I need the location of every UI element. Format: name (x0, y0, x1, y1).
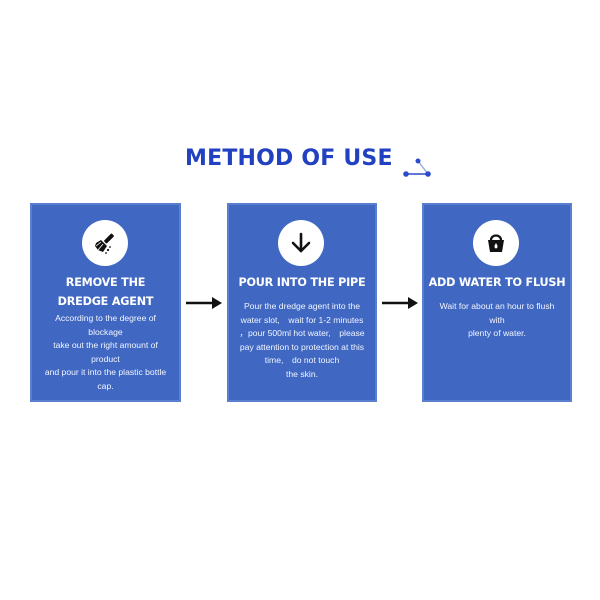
description-line: and pour it into the plastic bottle (44, 367, 167, 377)
icon-circle (82, 220, 128, 266)
description-line: with (489, 314, 505, 325)
description-line: water slot, wait for 1-2 minutes (240, 314, 364, 325)
step-card-remove-dredge-agent: REMOVE THE DREDGE AGENT According to the… (30, 203, 181, 402)
step-description: Wait for about an hour to flush with ple… (426, 300, 568, 341)
arrow-right-icon (382, 297, 418, 309)
broom-icon (95, 233, 114, 254)
network-nodes-icon (403, 158, 431, 177)
description-line: Pour the dredge agent into the (243, 301, 361, 311)
step-card-pour-into-pipe: POUR INTO THE PIPE Pour the dredge agent… (227, 203, 377, 402)
step-heading: ADD WATER TO FLUSH (422, 273, 572, 292)
heading-line: DREDGE AGENT (57, 295, 154, 308)
description-line: product (91, 353, 120, 364)
description-line: cap. (97, 380, 114, 391)
description-line: blockage (88, 326, 123, 337)
description-line: time, do not touch (264, 355, 340, 365)
heading-line: ADD WATER TO FLUSH (428, 276, 566, 289)
description-line: take out the right amount of (53, 340, 158, 350)
description-line: ，pour 500ml hot water, please (239, 328, 365, 338)
description-line: the skin. (285, 368, 318, 379)
arrow-right-icon (186, 297, 222, 309)
description-line: According to the degree of (55, 313, 156, 323)
step-heading: REMOVE THE DREDGE AGENT (30, 273, 181, 311)
icon-circle (278, 220, 324, 266)
water-bucket-icon (488, 234, 504, 252)
step-heading: POUR INTO THE PIPE (227, 273, 377, 292)
description-line: pay attention to protection at this (239, 341, 365, 352)
step-description: Pour the dredge agent into the water slo… (231, 300, 373, 381)
heading-line: POUR INTO THE PIPE (238, 276, 366, 289)
step-card-add-water-to-flush: ADD WATER TO FLUSH Wait for about an hou… (422, 203, 572, 402)
step-description: According to the degree of blockage take… (34, 312, 177, 393)
icon-circle (473, 220, 519, 266)
description-line: plenty of water. (468, 328, 526, 338)
description-line: Wait for about an hour to flush (439, 301, 555, 311)
page-title: METHOD OF USE (185, 146, 393, 171)
arrow-down-icon (291, 232, 311, 253)
heading-line: REMOVE THE (65, 276, 146, 289)
